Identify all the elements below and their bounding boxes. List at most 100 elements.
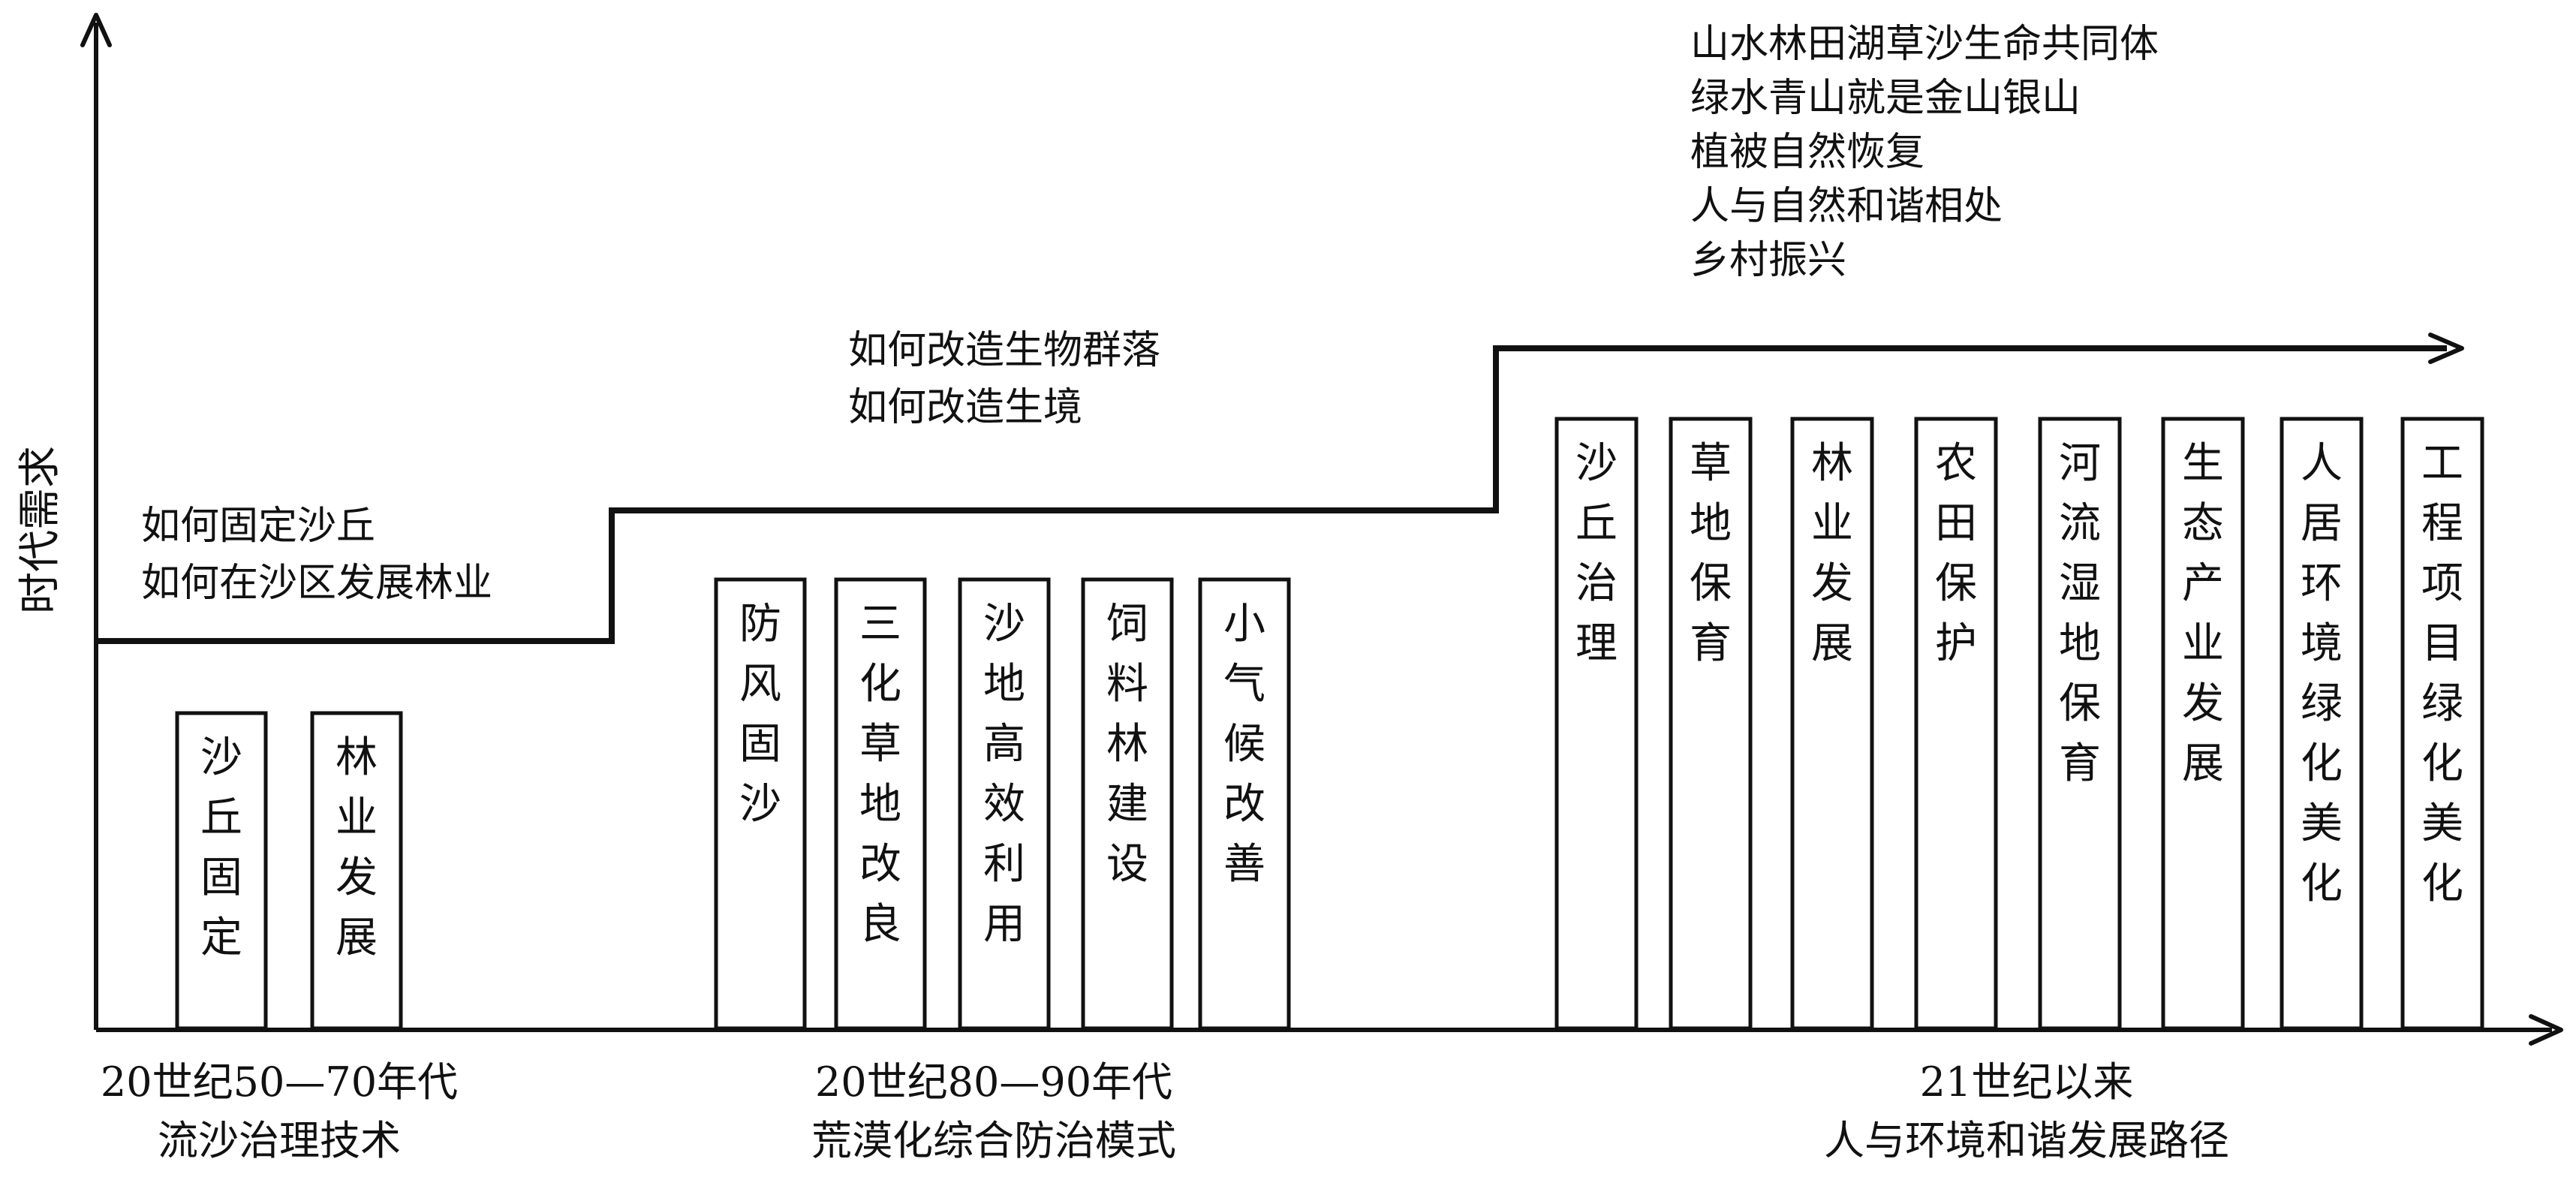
solution-box-char: 沙 xyxy=(983,600,1025,649)
solution-box-char: 林 xyxy=(336,733,378,782)
period-labels: 20世纪50—70年代流沙治理技术20世纪80—90年代荒漠化综合防治模式21世… xyxy=(101,1058,2229,1164)
solution-box-frame xyxy=(834,577,927,1031)
y-axis-arrow-icon xyxy=(80,13,112,47)
solution-box-char: 田 xyxy=(1935,499,1977,548)
solution-box-char: 境 xyxy=(2301,619,2343,668)
solution-box-char: 沙 xyxy=(739,780,781,829)
tier-2-demand: 如何改造生物群落 xyxy=(848,328,1160,373)
solution-box-char: 气 xyxy=(1223,660,1265,709)
solution-box-char: 理 xyxy=(1575,619,1618,668)
solution-box-char: 防 xyxy=(739,600,781,649)
solution-box-char: 化 xyxy=(2301,859,2343,908)
solution-box-char: 利 xyxy=(983,840,1025,889)
period-theme: 人与环境和谐发展路径 xyxy=(1824,1117,2229,1164)
solution-box-char: 效 xyxy=(983,780,1025,829)
solution-box-char: 草 xyxy=(859,720,901,769)
solution-box-char: 设 xyxy=(1106,840,1148,889)
solution-box-char: 生 xyxy=(2182,439,2224,488)
solution-box-frame xyxy=(2280,417,2364,1031)
solution-box-char: 用 xyxy=(983,900,1025,949)
solution-box-char: 固 xyxy=(739,720,781,769)
solution-box-char: 程 xyxy=(2421,499,2463,548)
solution-box-char: 环 xyxy=(2301,559,2343,608)
tier-3-demand: 植被自然恢复 xyxy=(1690,130,1924,175)
solution-box-char: 化 xyxy=(2301,739,2343,788)
solution-box-char: 地 xyxy=(1690,499,1732,548)
tier-3-demand: 人与自然和谐相处 xyxy=(1690,184,2003,229)
solution-box-frame xyxy=(1081,577,1174,1031)
solution-box-char: 河 xyxy=(2059,439,2101,488)
solution-box-char: 林 xyxy=(1106,720,1148,769)
solution-box-char: 化 xyxy=(2421,859,2463,908)
solution-box-char: 湿 xyxy=(2059,559,2101,608)
solution-box-frame xyxy=(310,711,403,1031)
solution-box-char: 草 xyxy=(1690,439,1732,488)
solution-box-frame xyxy=(1669,417,1753,1031)
solution-box-char: 农 xyxy=(1935,439,1977,488)
solution-box-frame xyxy=(1554,417,1639,1031)
tier-3-demand: 绿水青山就是金山银山 xyxy=(1690,76,2081,121)
tier-demands: 如何固定沙丘如何在沙区发展林业如何改造生物群落如何改造生境山水林田湖草沙生命共同… xyxy=(141,22,2159,606)
solution-box-char: 丘 xyxy=(1575,499,1618,548)
solution-box-char: 展 xyxy=(1811,619,1853,668)
solution-box-char: 饲 xyxy=(1106,600,1148,649)
x-axis-arrow-icon xyxy=(2529,1014,2563,1046)
solution-box-char: 项 xyxy=(2421,559,2463,608)
solution-box-char: 育 xyxy=(1690,619,1732,668)
staircase-arrow-icon xyxy=(2428,333,2464,364)
solution-box-frame xyxy=(2400,417,2484,1031)
solution-box-char: 保 xyxy=(1935,559,1977,608)
solution-box-char: 居 xyxy=(2301,499,2343,548)
solution-box-char: 丘 xyxy=(200,793,242,842)
period-name: 20世纪50—70年代 xyxy=(101,1058,458,1106)
solution-box-char: 美 xyxy=(2421,799,2463,848)
solution-box-char: 候 xyxy=(1223,720,1265,769)
period-name: 21世纪以来 xyxy=(1920,1058,2134,1106)
solution-box-frame xyxy=(175,711,268,1031)
solution-box-char: 定 xyxy=(200,914,242,962)
period-name: 20世纪80—90年代 xyxy=(815,1058,1172,1106)
solution-box-char: 保 xyxy=(1690,559,1732,608)
solution-box-char: 化 xyxy=(859,660,901,709)
solution-box-char: 地 xyxy=(983,660,1025,709)
solution-box-char: 美 xyxy=(2301,799,2343,848)
solution-box-char: 林 xyxy=(1811,439,1853,488)
solution-box-char: 良 xyxy=(859,900,901,949)
solution-box-char: 目 xyxy=(2421,619,2463,668)
solution-box-char: 改 xyxy=(1223,780,1265,829)
solution-box-char: 态 xyxy=(2182,499,2224,548)
solution-box-char: 发 xyxy=(1811,559,1853,608)
solution-box-char: 展 xyxy=(336,914,378,962)
solution-box-char: 建 xyxy=(1106,780,1148,829)
tier-1-demand: 如何在沙区发展林业 xyxy=(141,561,492,606)
solution-box-char: 业 xyxy=(336,793,378,842)
solution-box-char: 高 xyxy=(983,720,1025,769)
solution-box-char: 改 xyxy=(859,840,901,889)
solution-box-char: 地 xyxy=(2059,619,2101,668)
solution-box-frame xyxy=(2161,417,2245,1031)
solution-box-char: 沙 xyxy=(1575,439,1618,488)
y-axis-label-group: 时代需求 xyxy=(16,446,65,614)
solution-box-char: 育 xyxy=(2059,739,2101,788)
solution-boxes: 沙丘固定林业发展防风固沙三化草地改良沙地高效利用饲料林建设小气候改善沙丘治理草地… xyxy=(175,417,2484,1031)
solution-box-char: 小 xyxy=(1223,600,1265,649)
solution-box-char: 展 xyxy=(2182,739,2224,788)
solution-box-frame xyxy=(958,577,1051,1031)
solution-box-char: 人 xyxy=(2301,439,2343,488)
solution-box-char: 发 xyxy=(2182,679,2224,728)
solution-box-char: 料 xyxy=(1106,660,1148,709)
